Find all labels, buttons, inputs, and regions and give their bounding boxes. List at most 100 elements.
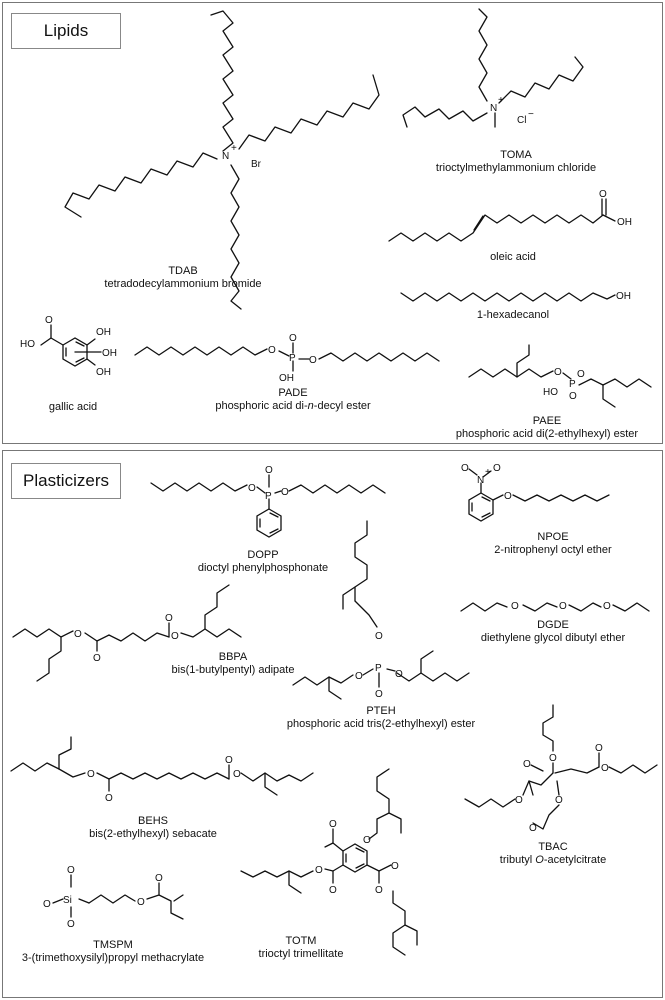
behs-ethyl-right [264, 772, 278, 796]
pade-chain-left [134, 346, 268, 356]
pteh-chain-top [354, 520, 368, 602]
gallic-oh-2: OH [102, 348, 117, 359]
gallic-acid-structure: HO O OH OH OH [20, 315, 117, 378]
paee-o-2: O [577, 369, 585, 380]
tmspm-propyl [88, 894, 136, 904]
dopp-abbr: DOPP [247, 549, 279, 561]
tbac-butyl-left [464, 798, 516, 808]
pteh-o-3: O [395, 669, 403, 680]
bbpa-adipate [84, 632, 170, 642]
bbpa-o-2: O [93, 653, 101, 664]
hexadecanol-chain [400, 292, 616, 302]
tmspm-structure: Si O O O O O [43, 865, 184, 930]
dgde-abbr: DGDE [537, 619, 569, 631]
dopp-o-3: O [281, 487, 289, 498]
paee-chain-right [578, 378, 652, 388]
pade-structure: O P O O OH [134, 333, 440, 384]
npoe-o-nitro-2: O [461, 463, 469, 474]
behs-sebacate [96, 772, 230, 780]
dopp-chain-left [150, 482, 248, 492]
totm-o-1: O [329, 819, 337, 830]
pade-p-atom: P [289, 353, 296, 364]
gallic-ho: HO [20, 339, 35, 350]
behs-caption: BEHS bis(2-ethylhexyl) sebacate [63, 815, 243, 841]
toma-chain-up [478, 8, 488, 102]
pteh-caption: PTEH phosphoric acid tris(2-ethylhexyl) … [271, 705, 491, 731]
toma-n-charge: + [498, 95, 504, 106]
npoe-name: 2-nitrophenyl octyl ether [494, 544, 612, 556]
totm-ester-1 [332, 828, 344, 852]
pade-oh: OH [279, 373, 294, 384]
toma-cl-charge: − [528, 109, 534, 120]
tbac-abbr: TBAC [538, 841, 568, 853]
behs-abbr: BEHS [138, 815, 168, 827]
dgde-ethylene-2 [568, 602, 602, 612]
dopp-p-atom: P [265, 491, 272, 502]
totm-abbr: TOTM [285, 935, 317, 947]
dgde-o-2: O [559, 601, 567, 612]
totm-caption: TOTM trioctyl trimellitate [221, 935, 381, 961]
bbpa-o-4: O [171, 631, 179, 642]
npoe-caption: NPOE 2-nitrophenyl octyl ether [453, 531, 653, 557]
pteh-o-2: O [355, 671, 363, 682]
tmspm-o-3: O [67, 919, 75, 930]
bbpa-chain-d [204, 584, 230, 630]
paee-caption: PAEE phosphoric acid di(2-ethylhexyl) es… [437, 415, 657, 441]
pade-abbr: PADE [278, 387, 308, 399]
tbac-o-7: O [529, 823, 537, 834]
tbac-o-3: O [595, 743, 603, 754]
behs-structure: O O O O [10, 736, 314, 804]
behs-name: bis(2-ethylhexyl) sebacate [89, 828, 217, 840]
tdab-caption: TDAB tetradodecylammonium bromide [83, 265, 283, 291]
behs-chain-left [10, 762, 60, 772]
toma-caption: TOMA trioctylmethylammonium chloride [401, 149, 631, 175]
toma-chain-left [402, 106, 488, 128]
tbac-citrate-left [522, 772, 554, 796]
totm-ethyl-bottom [404, 924, 418, 946]
dgde-butyl-1 [460, 602, 508, 612]
behs-o-link-left [58, 768, 86, 778]
behs-o-2: O [105, 793, 113, 804]
pteh-ethyl-left [328, 676, 342, 700]
behs-o-3: O [225, 755, 233, 766]
tdab-name: tetradodecylammonium bromide [104, 278, 262, 290]
toma-name: trioctylmethylammonium chloride [435, 162, 597, 174]
npoe-structure: N + O O O [461, 463, 610, 522]
dgde-structure: O O O [460, 601, 650, 612]
tbac-acetyl [532, 804, 560, 830]
pteh-o-4: O [375, 689, 383, 700]
npoe-o-ether: O [504, 491, 512, 502]
gallic-oh-1: OH [96, 327, 111, 338]
npoe-octyl-chain [512, 494, 610, 502]
tdab-chain-down [230, 164, 242, 310]
hexadecanol-structure: OH [400, 291, 631, 302]
tbac-caption: TBAC tributyl O-acetylcitrate [483, 841, 623, 867]
totm-chain-top [368, 768, 390, 840]
dopp-name: dioctyl phenylphosphonate [197, 562, 329, 574]
tdab-chain-right [238, 74, 380, 150]
npoe-n-atom: N [477, 475, 484, 486]
tmspm-abbr: TMSPM [93, 939, 133, 951]
lipids-title: Lipids [11, 13, 121, 49]
tdab-abbr: TDAB [168, 265, 198, 277]
pteh-ethyl-top [342, 586, 356, 610]
totm-o-6: O [363, 835, 371, 846]
tbac-o-5: O [515, 795, 523, 806]
bbpa-structure: O O O O [12, 584, 242, 682]
pteh-chain-left [292, 674, 354, 686]
oleic-name: oleic acid [490, 251, 536, 263]
npoe-n-charge: + [485, 467, 491, 478]
tdab-br-ion: Br [251, 159, 262, 170]
lipids-structures: N + Br N + Cl − O OH OH [20, 8, 652, 408]
paee-name: phosphoric acid di(2-ethylhexyl) ester [455, 428, 639, 440]
gallic-caption: gallic acid [23, 401, 123, 414]
dopp-structure: O P O O [150, 465, 386, 538]
pteh-chain-right [396, 672, 470, 682]
paee-chain-left [468, 368, 554, 378]
totm-chain-bottom [392, 890, 406, 956]
behs-chain-right [240, 772, 314, 782]
bbpa-chain-b [36, 636, 62, 682]
npoe-o-nitro-1: O [493, 463, 501, 474]
pade-o-2: O [289, 333, 297, 344]
dgde-o-1: O [511, 601, 519, 612]
